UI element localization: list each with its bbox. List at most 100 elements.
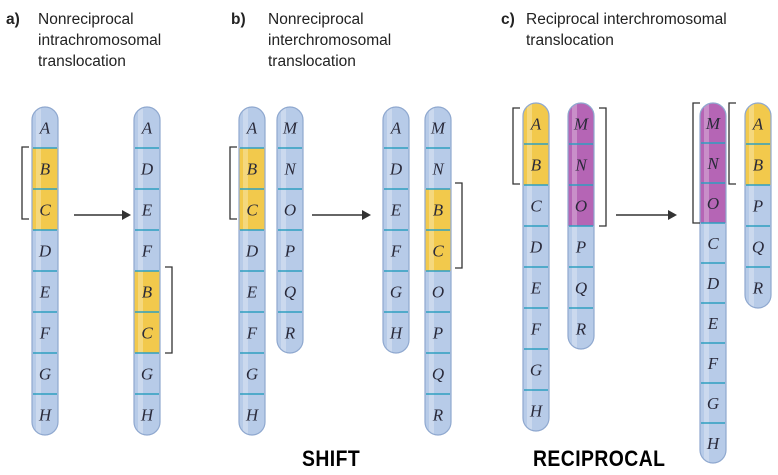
band-g (239, 353, 265, 394)
bracket-c-before-2 (599, 107, 607, 227)
band-e (134, 189, 160, 230)
band-h (523, 390, 549, 431)
gene-label-q: Q (284, 283, 296, 302)
band-e (239, 271, 265, 312)
bracket-c-before-1 (512, 107, 520, 185)
panel-a-title: Nonreciprocal intrachromosomal transloca… (38, 11, 162, 70)
gene-label-m: M (573, 115, 589, 134)
band-e (32, 271, 58, 312)
gene-label-a: A (530, 115, 542, 134)
band-g (700, 383, 726, 423)
arrow-b-head (362, 210, 371, 220)
panel-b-letter: b) (231, 11, 246, 28)
band-m (700, 103, 726, 143)
gene-label-r: R (432, 406, 444, 425)
band-d (383, 148, 409, 189)
gene-label-h: H (245, 406, 260, 425)
band-n (277, 148, 303, 189)
gene-label-c: C (432, 242, 444, 261)
gene-label-b: B (433, 201, 444, 220)
band-b (745, 144, 771, 185)
band-h (134, 394, 160, 435)
band-d (239, 230, 265, 271)
panel-c-letter: c) (501, 11, 515, 28)
band-d (32, 230, 58, 271)
band-a (383, 107, 409, 148)
gene-label-e: E (390, 201, 402, 220)
gene-label-d: D (245, 242, 259, 261)
band-d (700, 263, 726, 303)
gene-label-f: F (390, 242, 402, 261)
bracket-b-after (455, 182, 463, 269)
gene-label-g: G (390, 283, 402, 302)
band-c (523, 185, 549, 226)
band-b (239, 148, 265, 189)
band-n (425, 148, 451, 189)
bracket-c-after-2 (728, 102, 736, 185)
gene-label-c: C (141, 324, 153, 343)
band-q (425, 353, 451, 394)
panel-b-heading: b) Nonreciprocal interchromosomal transl… (231, 9, 461, 79)
bracket-b-before (229, 146, 237, 220)
panel-c-heading: c) Reciprocal interchromosomal transloca… (501, 9, 771, 59)
gene-label-g: G (246, 365, 258, 384)
band-e (383, 189, 409, 230)
gene-label-h: H (140, 406, 155, 425)
band-q (745, 226, 771, 267)
band-p (745, 185, 771, 226)
gene-label-b: B (531, 156, 542, 175)
gene-label-e: E (707, 314, 719, 333)
gene-label-e: E (246, 283, 258, 302)
gene-label-a: A (752, 115, 764, 134)
band-m (425, 107, 451, 148)
gene-label-b: B (40, 160, 51, 179)
gene-label-a: A (390, 119, 402, 138)
band-h (32, 394, 58, 435)
gene-label-p: P (284, 242, 295, 261)
gene-label-c: C (246, 201, 258, 220)
gene-label-r: R (575, 320, 587, 339)
band-b (523, 144, 549, 185)
band-n (568, 144, 594, 185)
band-c (134, 312, 160, 353)
gene-label-d: D (389, 160, 403, 179)
band-f (383, 230, 409, 271)
gene-label-m: M (282, 119, 298, 138)
gene-label-o: O (284, 201, 296, 220)
gene-label-g: G (707, 394, 719, 413)
gene-label-p: P (575, 238, 586, 257)
gene-label-f: F (39, 324, 51, 343)
arrow-a-head (122, 210, 131, 220)
gene-label-n: N (574, 156, 588, 175)
band-m (568, 103, 594, 144)
gene-label-c: C (39, 201, 51, 220)
gene-label-a: A (141, 119, 153, 138)
gene-label-c: C (707, 234, 719, 253)
panel-c-title: Reciprocal interchromosomal translocatio… (526, 11, 727, 49)
gene-label-q: Q (575, 279, 587, 298)
panel-b-title: Nonreciprocal interchromosomal transloca… (268, 11, 392, 70)
gene-label-h: H (706, 434, 721, 453)
gene-label-e: E (530, 279, 542, 298)
band-e (523, 267, 549, 308)
gene-label-b: B (247, 160, 258, 179)
band-h (700, 423, 726, 463)
shift-caption: SHIFT (302, 446, 361, 471)
gene-label-g: G (530, 361, 542, 380)
panel-a-heading: a) Nonreciprocal intrachromosomal transl… (6, 9, 206, 79)
gene-label-d: D (140, 160, 154, 179)
band-q (277, 271, 303, 312)
band-g (32, 353, 58, 394)
band-a (523, 103, 549, 144)
band-r (425, 394, 451, 435)
gene-label-q: Q (432, 365, 444, 384)
band-a (745, 103, 771, 144)
band-c (239, 189, 265, 230)
band-p (425, 312, 451, 353)
